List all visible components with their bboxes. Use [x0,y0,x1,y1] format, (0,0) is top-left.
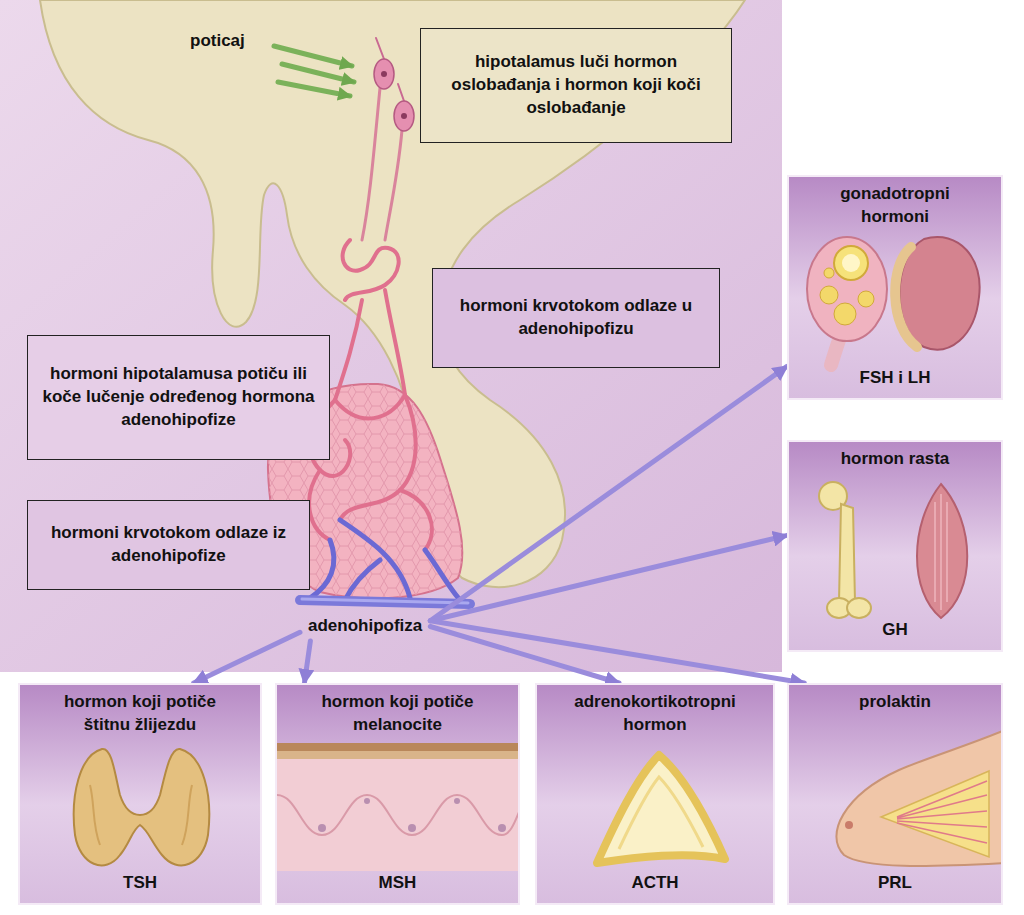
hormone-arrow [430,366,787,620]
bone-muscle-illustration [935,494,947,610]
gonad-illustration [900,237,980,349]
portal-vessels [309,470,330,540]
bone-muscle-illustration [847,598,871,618]
skin-illustration [277,751,520,759]
thyroid-illustration [74,749,210,866]
bone-muscle-illustration [917,484,967,618]
venous-vessels [302,599,468,603]
portal-vessels [400,490,432,550]
breast-illustration [789,685,1003,905]
hormone-code: TSH [20,872,260,895]
gonad-illustration [842,254,860,272]
neurosecretory-cells [398,84,404,101]
callout-box: hormoni krvotokom odlaze u adenohipofizu [432,268,720,368]
adrenal-illustration [619,777,703,849]
skin-illustration [408,824,416,832]
callout-box: hormoni krvotokom odlaze iz adenohipofiz… [27,500,310,590]
stimulus-arrows [278,82,350,96]
portal-vessels [340,395,416,520]
target-panel: hormon koji potiče melanociteMSH [275,683,520,905]
gonad-illustration [834,303,856,325]
portal-vessels [335,395,405,419]
panel-heading: prolaktin [789,691,1001,714]
gonad-illustration [858,291,874,307]
panel-heading: hormon koji potiče melanocite [285,691,510,737]
hormone-arrow [430,621,804,683]
neurosecretory-cells [376,38,384,59]
gonad-illustration [834,246,868,280]
skin-illustration [277,743,520,751]
hormone-code: ACTH [537,872,773,895]
bone-muscle-illustration [839,504,855,602]
adrenal-illustration [597,755,725,863]
neurosecretory-cells [362,88,380,240]
callout-box: hipotalamus luči hormon oslobađanja i ho… [420,28,732,143]
venous-vessels [300,520,470,604]
neurosecretory-cells [394,101,414,131]
target-panel: prolaktinPRL [787,683,1003,905]
portal-vessels [335,300,362,400]
skin-illustration [454,798,460,804]
skin-illustration [277,795,520,835]
gonad-illustration [807,237,887,341]
hormone-arrow [194,632,300,683]
callout-text: hipotalamus luči hormon oslobađanja i ho… [431,51,721,120]
venous-vessels [345,560,380,600]
portal-vessels [343,240,399,300]
panel-heading: hormon koji potiče štitnu žlijezdu [40,691,240,737]
stimulus-arrows [282,64,354,82]
gonad-illustration [895,247,917,347]
skin-illustration [364,798,370,804]
hormone-code: GH [789,619,1001,642]
structure-name: adenohipofiza [308,615,422,638]
target-panel: gonadotropni hormoniFSH i LH [787,175,1003,400]
neurosecretory-cells [385,130,402,240]
gonad-illustration [820,286,838,304]
gonad-illustration [824,268,834,278]
callout-box: hormoni hipotalamusa potiču ili koče luč… [27,335,330,460]
callout-text: hormoni krvotokom odlaze iz adenohipofiz… [38,522,299,568]
stimulus-arrows [274,46,354,96]
breast-illustration [881,771,989,857]
hormone-code: PRL [789,872,1001,895]
portal-vessels [385,290,405,395]
panel-heading: hormon rasta [789,448,1001,471]
panel-heading: gonadotropni hormoni [810,183,980,229]
breast-illustration [836,730,1003,866]
skin-illustration [318,824,326,832]
callout-text: hormoni krvotokom odlaze u adenohipofizu [443,295,709,341]
hormone-code: FSH i LH [789,367,1001,390]
hormone-arrow [430,535,787,620]
hormone-code: MSH [277,872,518,895]
neurosecretory-cells [381,71,387,77]
structure-label: adenohipofiza [300,612,430,641]
venous-vessels [425,550,462,602]
target-panel: adrenokortikotropni hormonACTH [535,683,775,905]
skin-illustration [498,824,506,832]
hormone-arrow [430,627,619,684]
neurosecretory-cells [374,59,394,89]
background [0,0,782,672]
breast-illustration [897,781,987,843]
hormone-arrow [304,641,310,683]
skin-illustration [277,759,520,871]
neurosecretory-cells [362,38,414,240]
breast-illustration [845,821,853,829]
neurosecretory-cells [401,113,407,119]
panel-heading: adrenokortikotropni hormon [545,691,765,737]
target-panel: hormon rastaGH [787,440,1003,652]
venous-vessels [300,600,470,604]
stimulus-label: poticaj [190,30,245,52]
target-panel: hormon koji potiče štitnu žlijezduTSH [18,683,262,905]
venous-vessels [310,540,334,598]
thyroid-illustration [90,785,192,845]
callout-text: hormoni hipotalamusa potiču ili koče luč… [38,363,319,432]
